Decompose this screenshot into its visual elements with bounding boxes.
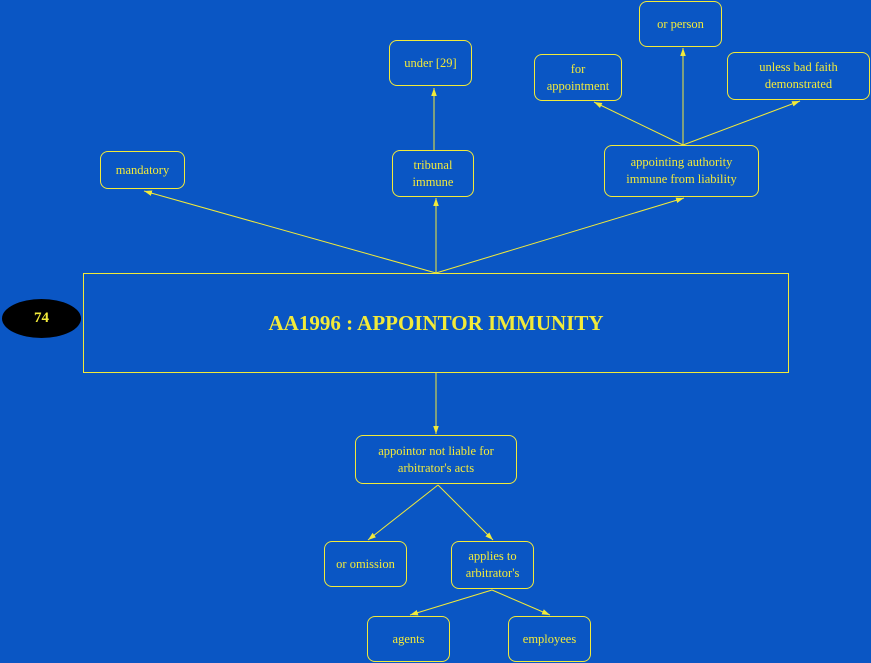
node-applies-to: applies to arbitrator's <box>451 541 534 589</box>
edge-appointor-to-omission <box>367 484 439 541</box>
node-agents: agents <box>367 616 450 662</box>
slide-number-badge: 74 <box>2 299 81 338</box>
edge-appointing-to-for <box>593 101 684 146</box>
node-appointor-not-liable: appointor not liable for arbitrator's ac… <box>355 435 517 484</box>
node-unless-bad-faith: unless bad faith demonstrated <box>727 52 870 100</box>
main-title-box: AA1996 : APPOINTOR IMMUNITY <box>83 273 789 373</box>
node-or-person: or person <box>639 1 722 47</box>
node-or-omission: or omission <box>324 541 407 587</box>
node-tribunal-immune: tribunal immune <box>392 150 474 197</box>
edge-title-to-appointing <box>435 197 685 274</box>
node-mandatory: mandatory <box>100 151 185 189</box>
edge-appointing-to-badfaith <box>682 100 801 146</box>
edge-applies-to-agents <box>409 589 493 616</box>
node-appointing-authority: appointing authority immune from liabili… <box>604 145 759 197</box>
node-for-appointment: for appointment <box>534 54 622 101</box>
node-employees: employees <box>508 616 591 662</box>
edge-title-to-mandatory <box>143 190 437 274</box>
edge-appointor-to-applies <box>437 484 494 541</box>
node-under-29: under [29] <box>389 40 472 86</box>
edge-applies-to-employees <box>491 589 551 616</box>
